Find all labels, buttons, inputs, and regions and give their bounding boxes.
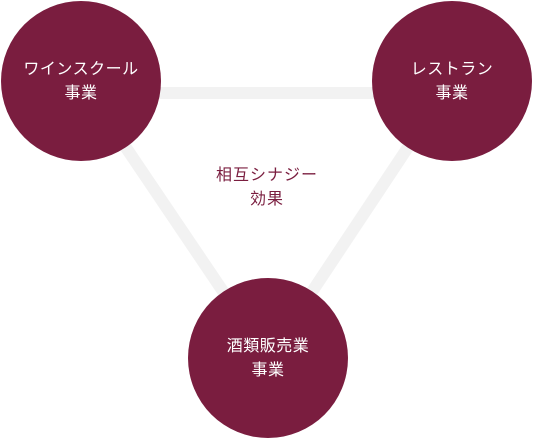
node-liquor-sales-line1: 酒類販売業 (226, 336, 310, 355)
center-label-line1: 相互シナジー (215, 165, 318, 184)
node-wine-school: ワインスクール 事業 (1, 1, 161, 161)
node-restaurant-line2: 事業 (435, 83, 469, 102)
center-label-line2: 効果 (249, 189, 284, 208)
node-liquor-sales: 酒類販売業 事業 (188, 278, 348, 438)
node-wine-school-line1: ワインスクール (23, 59, 139, 78)
node-wine-school-line2: 事業 (64, 83, 98, 102)
node-liquor-sales-line2: 事業 (251, 360, 285, 379)
node-restaurant: レストラン 事業 (372, 1, 532, 161)
center-label: 相互シナジー 効果 (187, 163, 347, 211)
node-restaurant-line1: レストラン (410, 59, 494, 78)
